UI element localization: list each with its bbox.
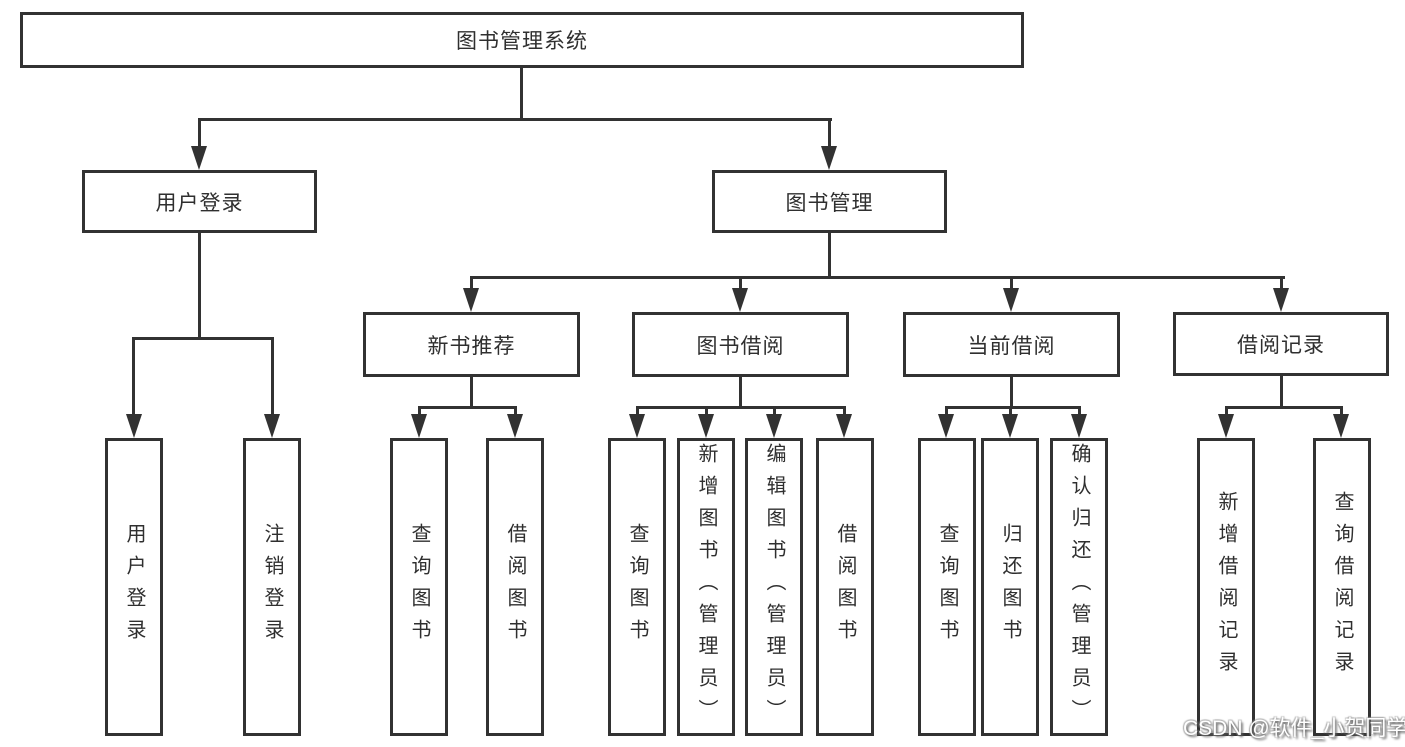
node-label: 借阅图书 [834,523,856,651]
arrow-down-icon [1273,288,1289,312]
leaf-borrow-book-recommend: 借阅图书 [486,438,544,736]
arrow-down-icon [507,414,523,438]
arrow-down-icon [1333,414,1349,438]
connector-line [418,406,517,409]
leaf-user-login: 用户登录 [105,438,163,736]
leaf-query-book-borrowing: 查询图书 [608,438,666,736]
connector-line [1225,406,1343,409]
arrow-down-icon [463,288,479,312]
connector-line [828,231,831,278]
connector-line [1010,375,1013,408]
node-label: 图书管理系统 [456,30,588,53]
connector-line [1225,406,1228,416]
arrow-down-icon [264,414,280,438]
arrow-down-icon [698,414,714,438]
connector-line [636,406,639,416]
connector-line [198,231,201,339]
connector-line [739,276,742,291]
arrow-down-icon [126,414,142,438]
node-label: 查询图书 [936,523,958,651]
leaf-query-book-current: 查询图书 [918,438,976,736]
node-label: 注销登录 [261,523,283,651]
connector-line [470,276,1285,279]
leaf-confirm-return-admin: 确认归还（管理员） [1050,438,1108,736]
node-label: 查询图书 [408,523,430,651]
connector-line [132,337,135,416]
node-label: 查询借阅记录 [1331,491,1353,683]
arrow-down-icon [1003,288,1019,312]
leaf-borrow-book-borrowing: 借阅图书 [816,438,874,736]
connector-line [1078,406,1081,416]
arrow-down-icon [1002,414,1018,438]
node-label: 图书管理 [785,191,874,215]
node-current-borrowing: 当前借阅 [903,312,1120,377]
node-label: 图书借阅 [696,334,785,358]
leaf-add-borrow-record: 新增借阅记录 [1197,438,1255,736]
node-label: 用户登录 [155,191,244,215]
node-new-book-recommend: 新书推荐 [363,312,580,377]
node-label: 用户登录 [123,523,145,651]
connector-line [636,406,846,409]
connector-line [1280,276,1283,291]
arrow-down-icon [411,414,427,438]
arrow-down-icon [938,414,954,438]
node-system-root: 图书管理系统 [20,12,1024,68]
connector-line [470,276,473,291]
arrow-down-icon [1071,414,1087,438]
connector-line [520,68,523,120]
node-label: 查询图书 [626,523,648,651]
leaf-query-book-recommend: 查询图书 [390,438,448,736]
arrow-down-icon [629,414,645,438]
node-label: 编辑图书（管理员） [763,443,785,731]
node-user-login: 用户登录 [82,170,317,233]
arrow-down-icon [766,414,782,438]
node-label: 新增借阅记录 [1215,491,1237,683]
connector-line [132,337,274,340]
node-label: 当前借阅 [967,334,1056,358]
connector-line [739,375,742,408]
node-label: 归还图书 [999,523,1021,651]
leaf-query-borrow-record: 查询借阅记录 [1313,438,1371,736]
connector-line [843,406,846,416]
connector-line [514,406,517,416]
connector-line [271,337,274,416]
leaf-return-book: 归还图书 [981,438,1039,736]
connector-line [945,406,948,416]
arrow-down-icon [1218,414,1234,438]
connector-line [198,118,832,121]
leaf-add-book-admin: 新增图书（管理员） [677,438,735,736]
node-book-borrowing: 图书借阅 [632,312,849,377]
connector-line [1009,406,1012,416]
connector-line [1280,375,1283,408]
leaf-edit-book-admin: 编辑图书（管理员） [745,438,803,736]
arrow-down-icon [191,146,207,170]
connector-line [945,406,1081,409]
connector-line [773,406,776,416]
watermark-text: CSDN @软件_小贺同学 [1183,717,1405,740]
connector-line [1340,406,1343,416]
connector-line [198,118,201,148]
connector-line [828,118,831,148]
arrow-down-icon [836,414,852,438]
node-label: 确认归还（管理员） [1068,443,1090,731]
node-label: 借阅图书 [504,523,526,651]
arrow-down-icon [821,146,837,170]
connector-line [705,406,708,416]
node-borrowing-records: 借阅记录 [1173,312,1389,376]
leaf-logout: 注销登录 [243,438,301,736]
connector-line [470,375,473,408]
node-book-management: 图书管理 [712,170,947,233]
node-label: 新增图书（管理员） [695,443,717,731]
node-label: 新书推荐 [427,334,516,358]
connector-line [1010,276,1013,291]
arrow-down-icon [732,288,748,312]
node-label: 借阅记录 [1237,334,1325,357]
connector-line [418,406,421,416]
